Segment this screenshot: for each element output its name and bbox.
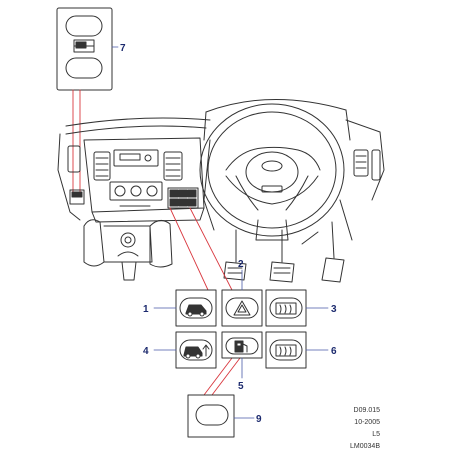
callout-7: 7: [120, 43, 126, 54]
pedals: [223, 221, 345, 283]
reference-level: L5: [372, 431, 380, 438]
switch-9: [187, 394, 235, 438]
vehicle-arrow-icon: [183, 344, 210, 359]
vehicle-icon: [185, 304, 207, 317]
heated-screen-icon: [275, 344, 297, 357]
leader-lines-7: [72, 89, 81, 197]
rear-defrost-icon: [275, 302, 297, 315]
fuel-filler-icon: [234, 340, 248, 353]
steering-wheel: [199, 98, 385, 241]
reference-date: 10-2005: [354, 419, 380, 426]
callout-leaders: [111, 46, 329, 419]
callout-4: 4: [143, 346, 149, 357]
window-switch-icon: [73, 39, 95, 53]
callout-2: 2: [238, 259, 244, 270]
switch-6: [265, 331, 307, 369]
reference-code: D09.015: [353, 407, 380, 414]
reference-drawing: LM0034B: [350, 443, 380, 450]
callout-3: 3: [331, 304, 337, 315]
callout-9: 9: [256, 414, 262, 425]
switch-3: [265, 289, 307, 327]
hazard-triangle-icon: [233, 300, 251, 316]
window-switch-panel: [56, 7, 113, 91]
switch-4: [175, 331, 217, 369]
callout-5: 5: [238, 381, 244, 392]
switch-2: [221, 289, 263, 327]
leader-lines-pack: [169, 207, 241, 396]
dashboard: [57, 117, 211, 281]
callout-1: 1: [143, 304, 149, 315]
switch-5: [221, 331, 263, 359]
switch-1: [175, 289, 217, 327]
callout-6: 6: [331, 346, 337, 357]
